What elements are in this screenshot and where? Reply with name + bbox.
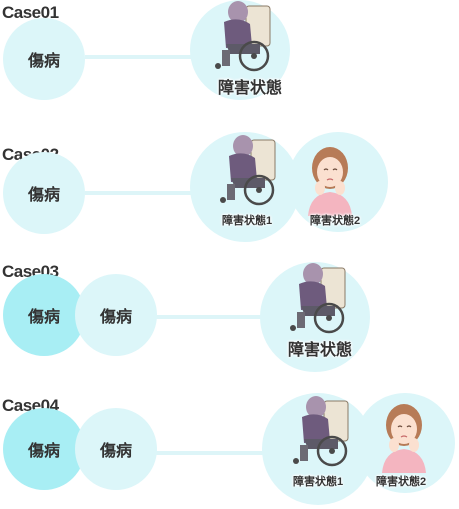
wheelchair-person-icon [290, 263, 346, 334]
case-label: Case01 [2, 3, 59, 22]
cause-circle: 傷病 [75, 274, 157, 356]
wheelchair-person-icon [215, 1, 271, 72]
worried-woman-icon [382, 404, 426, 473]
case-01: Case01 傷病 障害状態 [0, 0, 459, 120]
case-02: Case02 傷病 障害状態1 障害状態2 [0, 132, 459, 255]
cause-label: 傷病 [27, 309, 60, 326]
state-label: 障害状態1 [293, 476, 344, 488]
case-04: Case04 傷病 傷病 障害状態1 障害状態2 [0, 393, 459, 509]
connector-line [85, 55, 205, 59]
state-label: 障害状態1 [222, 215, 273, 227]
wheelchair-person-icon [220, 135, 276, 206]
state-label: 障害状態2 [376, 476, 427, 488]
cause-circle-primary: 傷病 [3, 274, 85, 356]
connector-line [155, 315, 265, 319]
state-label: 障害状態2 [310, 215, 361, 227]
connector-line [155, 451, 265, 455]
cause-label: 傷病 [99, 309, 132, 326]
cause-label: 傷病 [27, 187, 60, 204]
cause-label: 傷病 [99, 443, 132, 460]
state-label: 障害状態 [218, 80, 283, 97]
cause-circle-primary: 傷病 [3, 408, 85, 490]
wheelchair-person-icon [293, 396, 349, 467]
state-label: 障害状態 [288, 342, 353, 359]
cause-circle: 傷病 [3, 18, 85, 100]
cause-label: 傷病 [27, 53, 60, 70]
worried-woman-icon [308, 147, 352, 216]
cause-circle: 傷病 [3, 152, 85, 234]
case-03: Case03 傷病 傷病 障害状態 [0, 262, 459, 377]
cause-label: 傷病 [27, 443, 60, 460]
cause-circle: 傷病 [75, 408, 157, 490]
connector-line [85, 191, 205, 195]
